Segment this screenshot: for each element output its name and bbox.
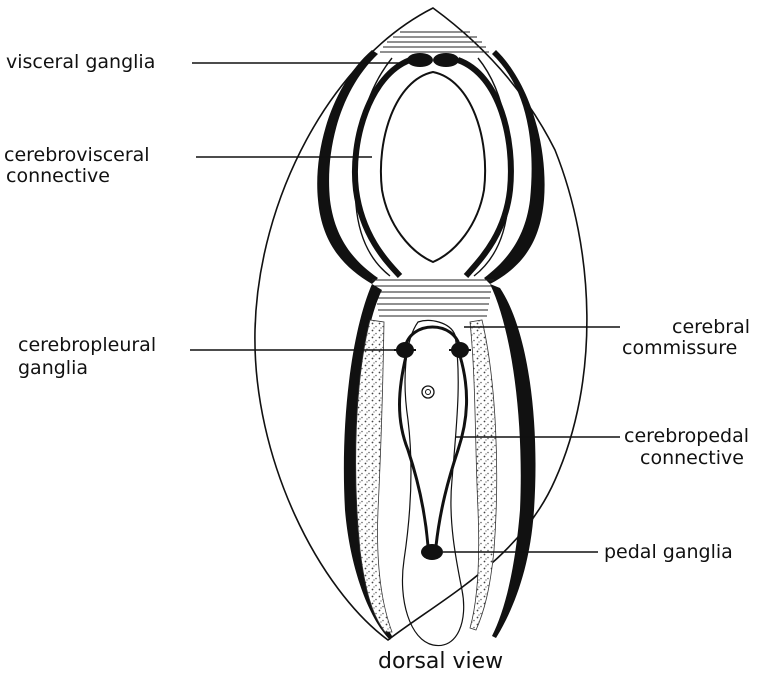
label-visceral-ganglia: visceral ganglia (6, 51, 155, 73)
label-cerebropleural-ganglia: ganglia (18, 357, 88, 379)
middle-hatched-band (372, 280, 494, 316)
right-stippled-band (470, 320, 497, 630)
visceral-ganglion-left (407, 53, 433, 67)
label-pedal-ganglia: pedal ganglia (604, 541, 733, 563)
statocyst-inner (426, 390, 431, 395)
label-cerebropedal: cerebropedal (624, 425, 749, 447)
cerebropleural-ganglion-right (449, 342, 471, 358)
label-cerebral-commissure: commissure (622, 337, 737, 359)
cerebropleural-ganglion-left (394, 342, 416, 358)
label-cerebropedal-connective: connective (640, 447, 744, 469)
label-cerebral: cerebral (672, 316, 750, 338)
central-oval (381, 72, 485, 262)
label-cerebrovisceral: cerebrovisceral (4, 144, 150, 166)
statocyst-outer (422, 386, 434, 398)
cerebropedal-connective-left (400, 356, 429, 546)
label-cerebropleural: cerebropleural (18, 334, 156, 356)
cerebrovisceral-connective-loop (355, 60, 511, 276)
upper-hatched-band (380, 32, 489, 52)
label-cerebrovisceral-connective: connective (6, 165, 110, 187)
visceral-ganglion-right (433, 53, 459, 67)
shell-outline (255, 8, 587, 640)
left-outer-arm (317, 50, 378, 284)
foot-outline (402, 321, 463, 646)
pedal-ganglia (421, 544, 443, 560)
caption-dorsal-view: dorsal view (378, 649, 503, 674)
